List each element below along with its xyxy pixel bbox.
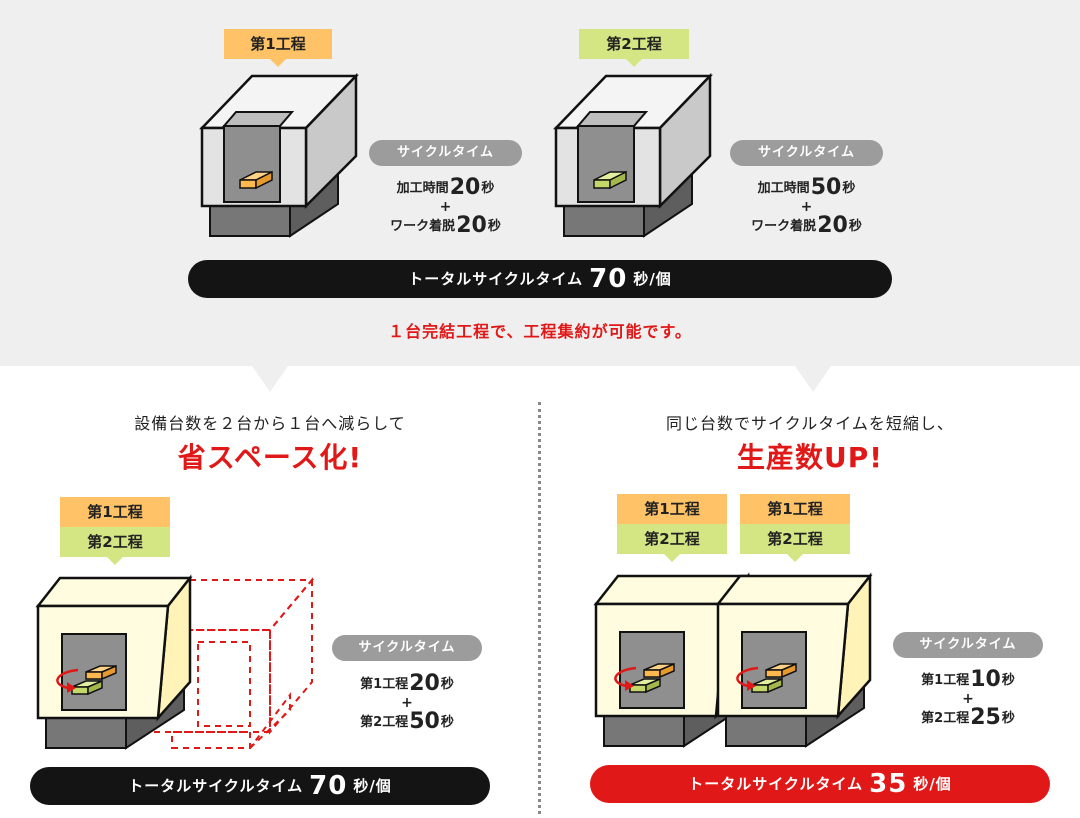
left-total-label: トータルサイクルタイム — [128, 777, 304, 795]
left-tag-process1: 第1工程 — [60, 497, 170, 527]
process2-line2-label: ワーク着脱 — [751, 219, 817, 235]
left-line2-value: 50 — [409, 709, 440, 735]
process1-line2-unit: 秒 — [487, 219, 501, 235]
left-line2-label: 第2工程 — [360, 715, 409, 731]
band-pointers — [252, 366, 831, 392]
left-plus: + — [401, 695, 413, 712]
right-machine-b-tag1: 第1工程 — [740, 494, 850, 524]
process1-line1-value: 20 — [449, 175, 481, 200]
right-total-bar: トータルサイクルタイム 35 秒/個 — [590, 765, 1050, 803]
process1-cycle-label: サイクルタイム — [369, 140, 522, 166]
pointer-right — [795, 366, 831, 392]
left-machine — [35, 574, 193, 750]
process1-tag: 第1工程 — [224, 29, 332, 59]
workpiece-green — [629, 677, 661, 694]
rotate-arrow-icon — [614, 666, 637, 691]
right-total-value: 35 — [869, 769, 908, 799]
top-section-background — [0, 0, 1080, 366]
right-spec: 第1工程10秒 + 第2工程25秒 — [893, 667, 1043, 731]
process2-line2-unit: 秒 — [848, 219, 862, 235]
right-lead-text: 同じ台数でサイクルタイムを短縮し、 — [666, 414, 954, 433]
section-divider — [538, 402, 541, 814]
removed-machine-outline — [149, 577, 315, 749]
right-machine-a-tag2: 第2工程 — [617, 524, 727, 554]
right-line2-unit: 秒 — [1001, 711, 1015, 727]
process2-cycle-label: サイクルタイム — [730, 140, 883, 166]
left-line2-unit: 秒 — [440, 715, 454, 731]
process1-line1-unit: 秒 — [481, 181, 495, 196]
left-spec: 第1工程20秒 + 第2工程50秒 — [332, 671, 482, 735]
left-total-value: 70 — [309, 771, 348, 801]
left-lead-text: 設備台数を２台から１台へ減らして — [134, 414, 406, 433]
process1-line1-label: 加工時間 — [396, 181, 449, 196]
left-line1-unit: 秒 — [440, 677, 454, 692]
workpiece-orange — [765, 662, 797, 679]
right-total-unit: 秒/個 — [913, 775, 952, 793]
right-line1-label: 第1工程 — [921, 673, 970, 688]
machine-process1 — [199, 72, 359, 238]
workpiece-orange — [85, 664, 117, 681]
left-tag-process2: 第2工程 — [60, 527, 170, 557]
process2-line2-value: 20 — [817, 213, 848, 239]
process2-tag: 第2工程 — [579, 29, 689, 59]
process2-line1-unit: 秒 — [842, 181, 856, 196]
left-headline: 省スペース化! — [177, 441, 363, 474]
process1-line2-label: ワーク着脱 — [390, 219, 456, 235]
workpiece-green — [593, 170, 627, 190]
right-machine-b-tag2: 第2工程 — [740, 524, 850, 554]
process2-tag-pointer — [626, 59, 642, 67]
top-total-value: 70 — [589, 264, 628, 294]
rotate-arrow-icon — [736, 666, 759, 691]
workpiece-green — [751, 677, 783, 694]
top-total-unit: 秒/個 — [633, 270, 672, 288]
process1-spec: 加工時間20秒 + ワーク着脱20秒 — [369, 175, 522, 239]
process1-plus: + — [439, 199, 452, 216]
right-headline: 生産数UP! — [736, 441, 884, 474]
left-line1-value: 20 — [409, 671, 440, 696]
left-total-unit: 秒/個 — [353, 777, 392, 795]
right-line2-label: 第2工程 — [921, 711, 970, 727]
left-tag-pointer — [107, 557, 123, 565]
left-cycle-label: サイクルタイム — [332, 635, 482, 661]
right-line2-value: 25 — [970, 705, 1001, 731]
pointer-left — [252, 366, 288, 392]
right-machine-a-tag-pointer — [664, 554, 680, 562]
top-total-label: トータルサイクルタイム — [408, 270, 584, 288]
left-line1-label: 第1工程 — [360, 677, 409, 692]
process1-tag-pointer — [270, 59, 286, 67]
top-total-bar: トータルサイクルタイム 70 秒/個 — [188, 260, 892, 298]
process2-spec: 加工時間50秒 + ワーク着脱20秒 — [730, 175, 883, 239]
right-total-label: トータルサイクルタイム — [688, 775, 864, 793]
right-plus: + — [962, 691, 974, 708]
process2-plus: + — [800, 199, 813, 216]
right-machine-a-tag1: 第1工程 — [617, 494, 727, 524]
right-machine-b-tag-pointer — [787, 554, 803, 562]
right-line1-value: 10 — [970, 667, 1001, 692]
workpiece-green — [71, 679, 103, 696]
process1-line2-value: 20 — [456, 213, 487, 239]
right-line1-unit: 秒 — [1001, 673, 1015, 688]
machine-process2 — [553, 72, 713, 238]
workpiece-orange — [643, 662, 675, 679]
process2-line1-value: 50 — [810, 175, 842, 200]
workpiece-orange — [239, 170, 273, 190]
process2-line1-label: 加工時間 — [757, 181, 810, 196]
left-total-bar: トータルサイクルタイム 70 秒/個 — [30, 767, 490, 805]
right-machine-b — [715, 572, 873, 748]
right-cycle-label: サイクルタイム — [893, 632, 1043, 658]
rotate-arrow-icon — [56, 668, 79, 693]
top-note: １台完結工程で、工程集約が可能です。 — [388, 322, 692, 341]
